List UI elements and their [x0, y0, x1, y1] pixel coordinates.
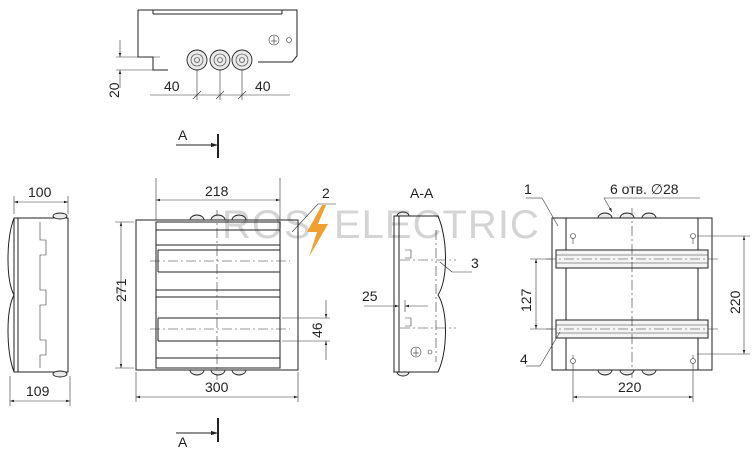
dim-rail-height: 46: [309, 322, 325, 338]
cable-gland-3: [231, 49, 253, 71]
dim-gland-left: 40: [164, 78, 180, 94]
section-mark-bottom: A: [176, 418, 219, 450]
side-view-body: [13, 217, 69, 373]
dim-top-height: 20: [106, 82, 122, 98]
callout-1: 1: [524, 181, 532, 197]
section-body: [393, 215, 446, 373]
callout-4: 4: [520, 351, 528, 367]
section-title: A-A: [410, 185, 434, 201]
keyhole-icon: [570, 233, 696, 364]
callout-2: 2: [322, 185, 330, 201]
front-view: 218 271 300 46 2: [113, 178, 336, 402]
dim-side-top: 100: [28, 184, 52, 200]
watermark: ROS ELECTRIC: [222, 203, 540, 257]
dim-front-width: 300: [205, 379, 229, 395]
section-mark-top: A: [176, 127, 219, 158]
section-letter-top: A: [178, 127, 188, 143]
ground-symbol-icon: [410, 346, 422, 358]
side-view: 100 109: [7, 184, 71, 406]
cable-gland-1: [186, 49, 208, 71]
screw-hole: [286, 37, 292, 43]
top-view: 20 40 40: [106, 9, 298, 100]
rear-view: 6 отв. ∅28 1 4 127 220 220: [518, 181, 750, 402]
dim-side-bottom: 109: [26, 383, 50, 399]
dim-front-inner-width: 218: [205, 183, 229, 199]
watermark-right-text: ELECTRIC: [334, 203, 540, 247]
section-letter-bottom: A: [178, 434, 188, 450]
ground-symbol-icon: [268, 34, 280, 46]
section-view: A-A 25 3: [362, 185, 479, 377]
dim-rail-spacing: 127: [518, 288, 534, 312]
dim-hole-horizontal: 220: [618, 379, 642, 395]
dim-section-depth: 25: [362, 288, 378, 304]
dim-front-height: 271: [113, 278, 129, 302]
cable-gland-2: [209, 49, 231, 71]
holes-note: 6 отв. ∅28: [610, 181, 679, 197]
dim-gland-right: 40: [255, 78, 271, 94]
dim-hole-vertical: 220: [727, 290, 743, 314]
lightning-bolt-icon: [307, 205, 328, 257]
callout-3: 3: [471, 255, 479, 271]
watermark-left-text: ROS: [222, 203, 312, 247]
